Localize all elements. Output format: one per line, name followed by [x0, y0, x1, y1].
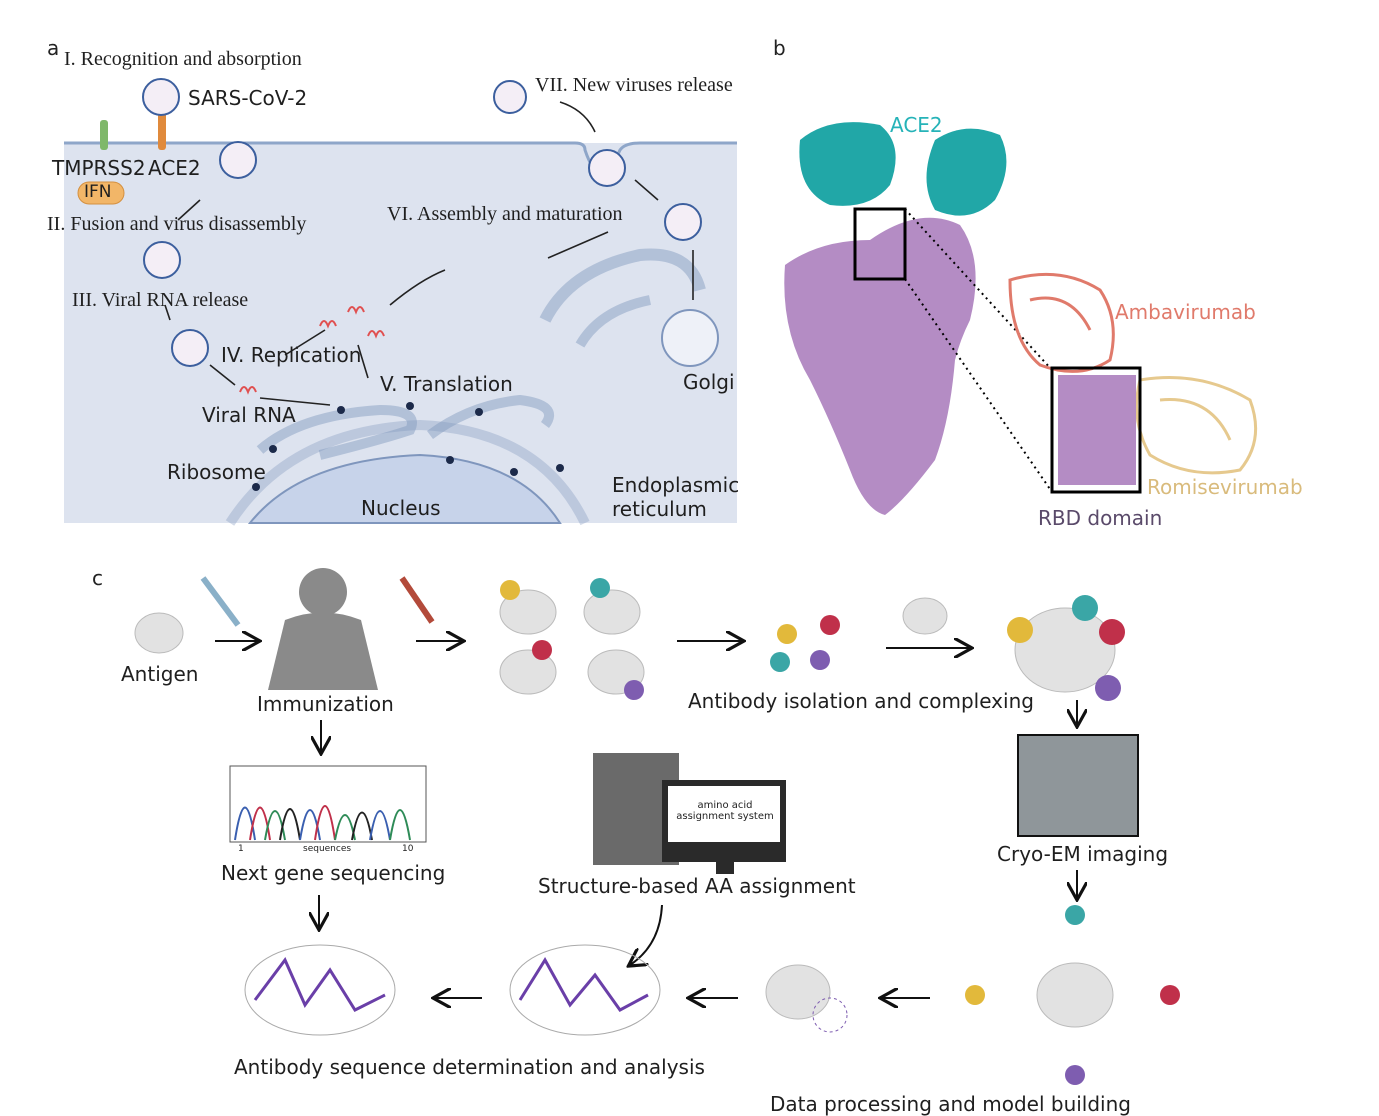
antigen-complex-group	[499, 589, 1116, 695]
ngs-axis-end: 10	[402, 844, 414, 854]
cryo-em-micrograph	[1017, 734, 1139, 837]
ace2-label: ACE2	[148, 156, 201, 180]
cryo-label: Cryo-EM imaging	[997, 842, 1169, 866]
ifn-label: IFN	[84, 182, 112, 202]
panel-c-letter: c	[92, 566, 103, 590]
ngs-axis-start: 1	[238, 844, 244, 854]
step7-label: VII. New viruses release	[535, 74, 733, 96]
human-silhouette	[268, 568, 378, 690]
process-arrows	[164, 101, 694, 406]
spike-rbd-box	[853, 207, 907, 281]
ambavirumab-ribbon	[1008, 272, 1115, 373]
golgi-shape	[539, 248, 706, 323]
viral-rna-label: Viral RNA	[202, 403, 296, 427]
romisevirumab-ribbon	[1135, 376, 1258, 475]
virus-label: SARS-CoV-2	[188, 86, 308, 110]
sequencing-chart-frame	[229, 765, 427, 843]
model-complex	[1036, 962, 1114, 1028]
antigen-label: Antigen	[121, 662, 199, 686]
syringe-1	[200, 576, 241, 627]
step1-label: I. Recognition and absorption	[64, 48, 302, 70]
tmprss2-label: TMPRSS2	[52, 156, 146, 180]
step5-label: V. Translation	[380, 372, 513, 396]
data-processing-label: Data processing and model building	[770, 1092, 1131, 1116]
ribosome-label: Ribosome	[167, 460, 266, 484]
ngs-label: Next gene sequencing	[221, 861, 446, 885]
panel-a-letter: a	[47, 36, 60, 60]
ambavirumab-label: Ambavirumab	[1115, 300, 1256, 324]
step6-label: VI. Assembly and maturation	[387, 203, 623, 225]
er-shape	[256, 404, 417, 460]
rbd-zoom-density	[1058, 375, 1136, 485]
ace2-density-left	[799, 122, 896, 206]
ace2-receptor	[158, 112, 166, 150]
spike-density	[784, 217, 976, 515]
er-label: Endoplasmic reticulum	[612, 473, 740, 521]
sequence-determination-label: Antibody sequence determination and anal…	[234, 1055, 705, 1079]
golgi-label: Golgi	[683, 370, 735, 394]
step4-label: IV. Replication	[221, 343, 362, 367]
density-mesh-structures	[253, 957, 649, 1012]
step3-label: III. Viral RNA release	[72, 289, 249, 311]
immunization-label: Immunization	[257, 692, 394, 716]
ribosome-dots	[252, 402, 564, 491]
nucleus-label: Nucleus	[361, 496, 441, 520]
sequencing-peaks	[234, 805, 411, 841]
romisevirumab-label: Romisevirumab	[1147, 475, 1303, 499]
rna-squiggles	[239, 306, 385, 395]
isolation-label: Antibody isolation and complexing	[688, 689, 1034, 713]
antibody-fragments	[500, 578, 1125, 701]
virus-icons	[142, 78, 702, 367]
syringe-2	[399, 576, 435, 624]
ngs-axis-label: sequences	[303, 844, 352, 854]
model-antigen	[765, 964, 831, 1020]
tmprss2-receptor	[100, 120, 108, 150]
antigen-blob	[134, 612, 184, 654]
aa-assignment-label: Structure-based AA assignment	[538, 874, 856, 898]
rbd-label: RBD domain	[1038, 506, 1163, 530]
monitor-screen-text: amino acid assignment system	[676, 800, 774, 822]
step2-label: II. Fusion and virus disassembly	[47, 213, 307, 235]
ace2-density-right	[926, 128, 1007, 216]
ace2-structure-label: ACE2	[890, 113, 943, 137]
panel-b-letter: b	[773, 36, 786, 60]
nucleus-shape	[247, 453, 562, 524]
rbd-zoom-box	[1050, 366, 1142, 494]
